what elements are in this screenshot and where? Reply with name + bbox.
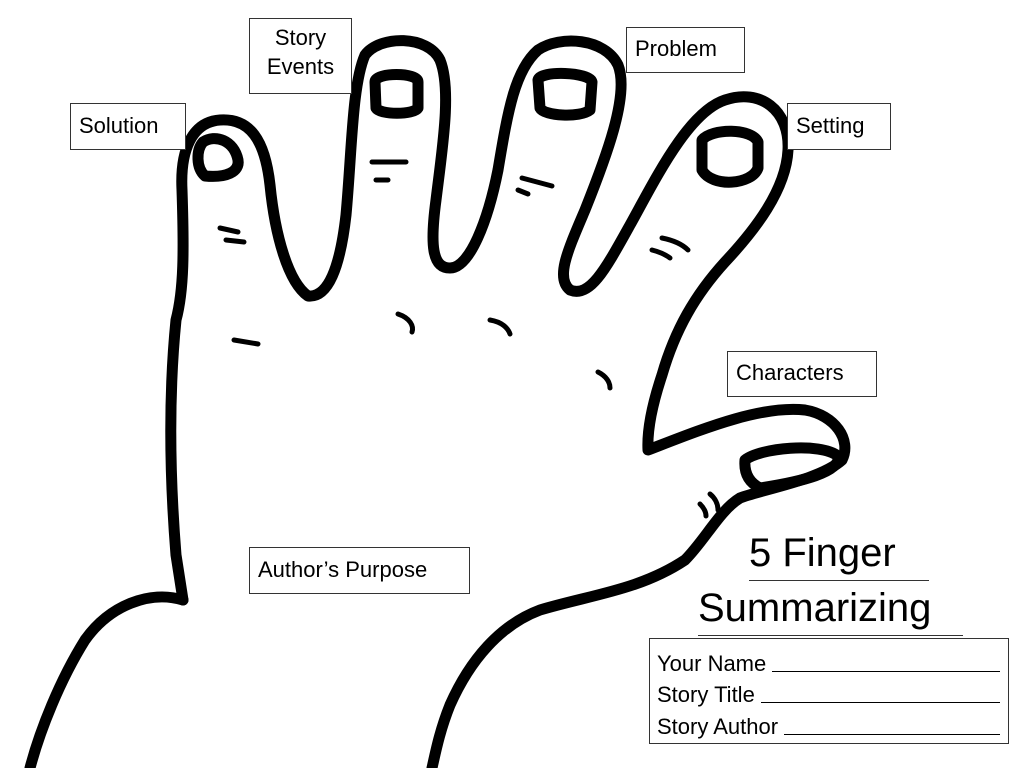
title-underline-2: [698, 635, 963, 636]
your-name-label: Your Name: [657, 650, 767, 676]
story-events-label: Story Events: [249, 18, 352, 94]
story-author-label: Story Author: [657, 713, 779, 739]
info-row-your-name: Your Name: [657, 645, 1000, 677]
nail-index: [192, 133, 244, 182]
setting-label: Setting: [787, 103, 891, 150]
story-title-blank[interactable]: [760, 702, 1000, 703]
your-name-blank[interactable]: [772, 670, 1000, 672]
characters-label: Characters: [727, 351, 877, 397]
nail-thumb: [739, 442, 844, 494]
nail-pinky: [696, 125, 764, 188]
title-line-1: 5 Finger: [749, 531, 896, 575]
solution-label: Solution: [70, 103, 186, 150]
story-title-label: Story Title: [657, 682, 755, 707]
title-line-2: Summarizing: [698, 586, 932, 630]
student-info-box: Your Name Story Title Story Author: [649, 638, 1009, 744]
story-author-blank[interactable]: [784, 733, 1000, 735]
authors-purpose-label: Author’s Purpose: [249, 547, 470, 594]
nail-ring: [532, 67, 598, 121]
problem-label: Problem: [626, 27, 745, 73]
nail-middle: [369, 69, 424, 119]
info-row-story-author: Story Author: [657, 708, 1000, 740]
info-row-story-title: Story Title: [657, 677, 1000, 709]
title-underline-1: [749, 580, 929, 581]
forearm-left: [24, 591, 189, 768]
